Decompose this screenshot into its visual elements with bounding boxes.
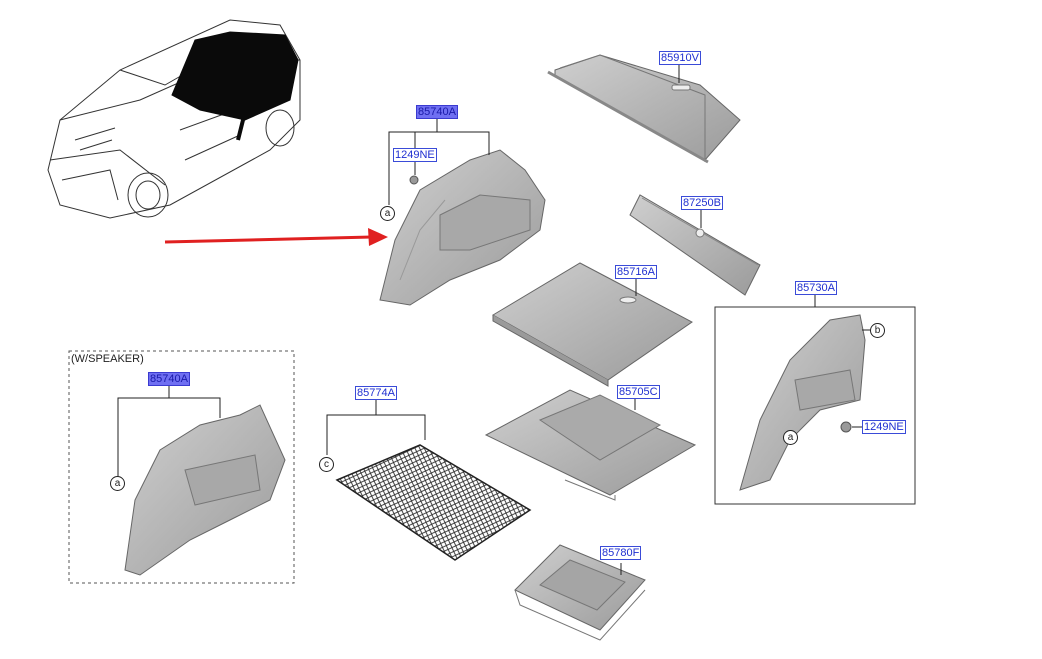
sill-plate-part: [629, 194, 761, 296]
leaders-85740A-main: [388, 118, 490, 205]
callout-a-speaker: a: [110, 476, 125, 491]
speaker-group-box: [68, 350, 295, 584]
speaker-caption: (W/SPEAKER): [71, 353, 144, 365]
side-trim-speaker-part: [124, 404, 286, 576]
part-label-1249NE-left[interactable]: 1249NE: [393, 148, 437, 162]
leaders-85740A-speaker: [117, 385, 221, 476]
cargo-net-part: [335, 444, 532, 561]
cargo-cover-part: [547, 54, 741, 164]
part-label-85774A[interactable]: 85774A: [355, 386, 397, 400]
luggage-board-part: [492, 262, 693, 387]
part-label-1249NE-right[interactable]: 1249NE: [862, 420, 906, 434]
storage-box-part: [514, 544, 646, 641]
part-label-85705C[interactable]: 85705C: [617, 385, 660, 399]
car-illustration: [47, 19, 301, 219]
part-label-87250B[interactable]: 87250B: [681, 196, 723, 210]
pointer-arrow: [164, 228, 388, 246]
part-label-85740A-speaker[interactable]: 85740A: [148, 372, 190, 386]
side-trim-right-part: [739, 314, 866, 491]
clip-right-part: [840, 421, 852, 433]
part-label-85716A[interactable]: 85716A: [615, 265, 657, 279]
side-trim-main-part: [379, 149, 546, 306]
leaders-85774A: [326, 398, 426, 455]
part-label-85910V[interactable]: 85910V: [659, 51, 701, 65]
part-label-85740A-main[interactable]: 85740A: [416, 105, 458, 119]
callout-a-main: a: [380, 206, 395, 221]
callout-a-right: a: [783, 430, 798, 445]
part-label-85780F[interactable]: 85780F: [600, 546, 642, 560]
clip-left-part: [409, 175, 419, 185]
floor-tray-part: [484, 389, 697, 501]
part-label-85730A[interactable]: 85730A: [795, 281, 837, 295]
callout-b-right: b: [870, 323, 885, 338]
callout-c-net: c: [319, 457, 334, 472]
